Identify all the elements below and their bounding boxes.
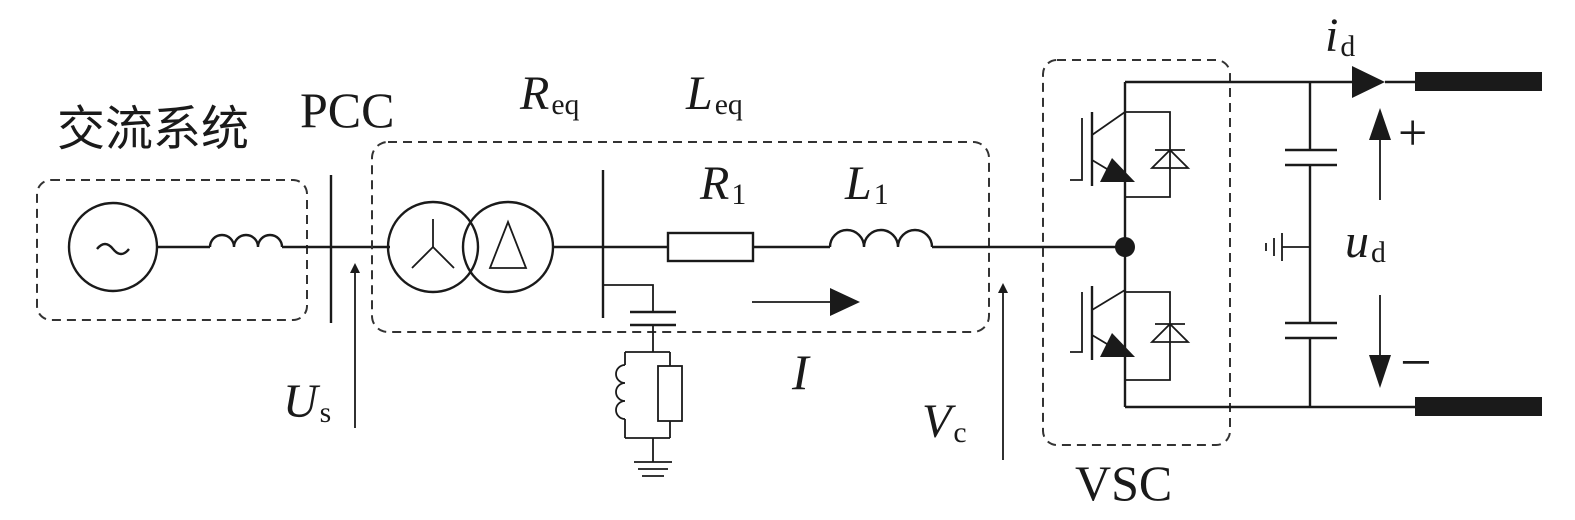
ud-sub: d	[1371, 236, 1386, 270]
leq-label: Leq	[686, 67, 743, 122]
pcc-label: PCC	[300, 82, 395, 138]
id-arrow	[1352, 66, 1385, 98]
us-main: U	[283, 375, 318, 428]
req-sub: eq	[551, 88, 580, 122]
req-label: Req	[520, 67, 580, 122]
ac-system-box	[36, 179, 308, 321]
minus-sign: −	[1400, 332, 1432, 394]
ac-source-tilde-icon	[67, 201, 159, 293]
equivalent-impedance-box	[371, 141, 990, 333]
plus-sign: +	[1398, 105, 1428, 162]
current-label: I	[792, 344, 809, 400]
r1-resistor	[666, 231, 755, 263]
upper-igbt	[1070, 111, 1191, 198]
current-arrow	[752, 288, 860, 316]
id-main: i	[1325, 9, 1339, 62]
vsc-box	[1042, 59, 1231, 446]
l1-label: L1	[845, 157, 889, 212]
dc-negative-terminal	[1415, 397, 1542, 416]
ac-system-label: 交流系统	[57, 101, 250, 157]
vc-label: Vc	[922, 395, 967, 450]
id-label: id	[1325, 9, 1356, 64]
leq-sub: eq	[714, 88, 743, 122]
dc-capacitors	[1265, 82, 1337, 407]
shunt-filter-branch	[603, 284, 683, 477]
dc-positive-terminal	[1415, 72, 1542, 91]
ud-main: u	[1345, 215, 1369, 268]
r1-sub: 1	[731, 178, 747, 212]
wye-delta-transformer-icon	[386, 200, 555, 294]
l1-inductor	[828, 228, 934, 248]
leq-main: L	[686, 67, 713, 120]
req-main: R	[520, 67, 550, 120]
us-label: Us	[283, 375, 332, 430]
vsc-label: VSC	[1075, 455, 1173, 511]
source-inductor	[208, 233, 284, 248]
ud-arrow-up	[1369, 108, 1391, 200]
l1-main: L	[845, 157, 872, 210]
l1-sub: 1	[873, 178, 889, 212]
vc-main: V	[922, 395, 952, 448]
vc-sub: c	[953, 416, 967, 450]
lower-igbt	[1070, 286, 1191, 381]
ud-label: ud	[1345, 215, 1386, 270]
us-sub: s	[319, 396, 332, 430]
r1-label: R1	[700, 157, 747, 212]
r1-main: R	[700, 157, 730, 210]
ud-arrow-down	[1369, 295, 1391, 388]
id-sub: d	[1340, 30, 1356, 64]
